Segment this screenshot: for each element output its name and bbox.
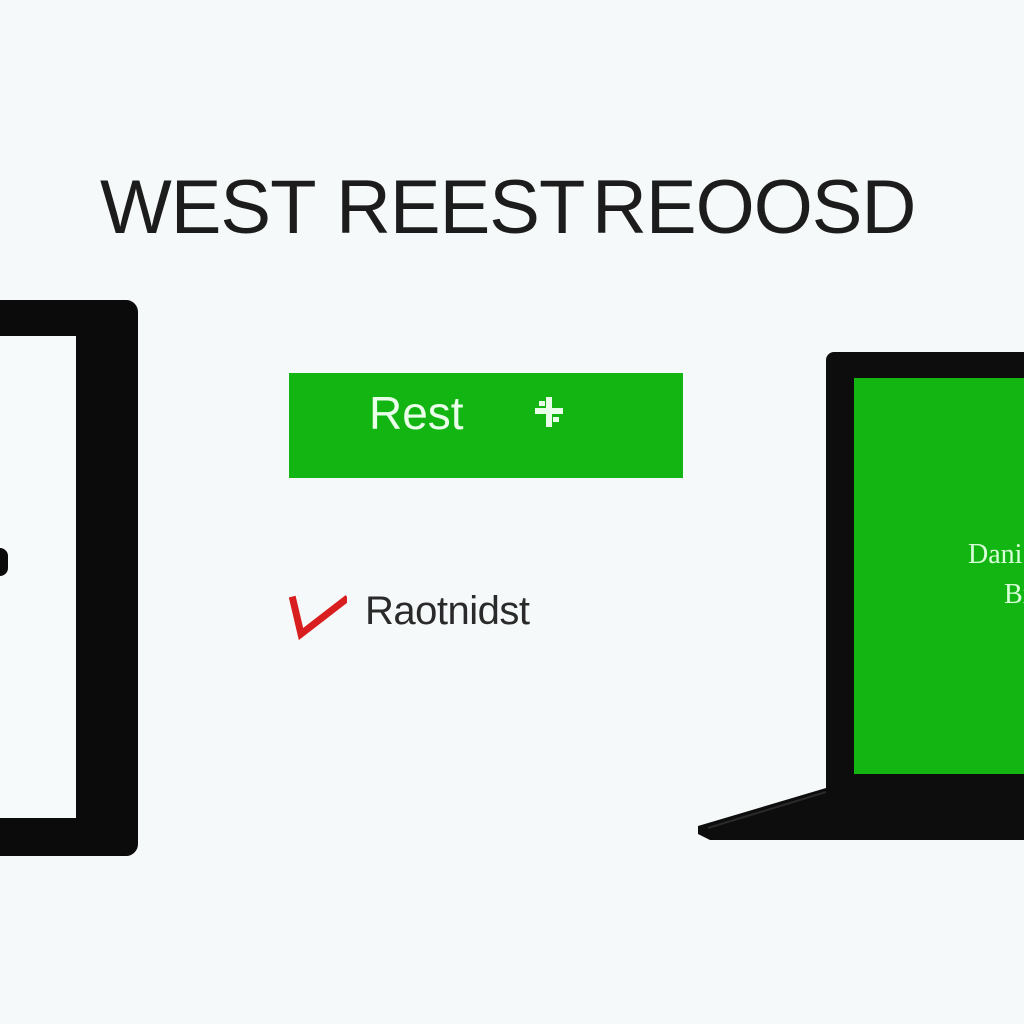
laptop-base <box>698 788 1024 840</box>
verification-text: Raotnidst <box>365 589 530 633</box>
headline: WEST REEST REOOSD <box>0 168 1024 248</box>
cross-glyph-icon <box>535 397 563 427</box>
laptop-screen-line-1: Dani <box>968 539 1023 570</box>
headline-word-3: REOOSD <box>592 165 916 250</box>
reset-button-label: Rest <box>369 387 464 439</box>
verification-row: Raotnidst <box>288 586 629 642</box>
headline-word-2: REEST <box>336 165 585 250</box>
laptop-device: Dani Bi <box>826 352 1024 790</box>
tablet-screen <box>0 336 76 818</box>
laptop-screen-line-2: Bi <box>1004 579 1024 610</box>
check-icon <box>288 590 350 641</box>
headline-word-1: WEST <box>100 165 317 250</box>
laptop-screen: Dani Bi <box>854 378 1024 774</box>
reset-button[interactable]: Rest <box>289 373 683 478</box>
tablet-device <box>0 300 138 856</box>
tablet-button <box>0 548 8 576</box>
